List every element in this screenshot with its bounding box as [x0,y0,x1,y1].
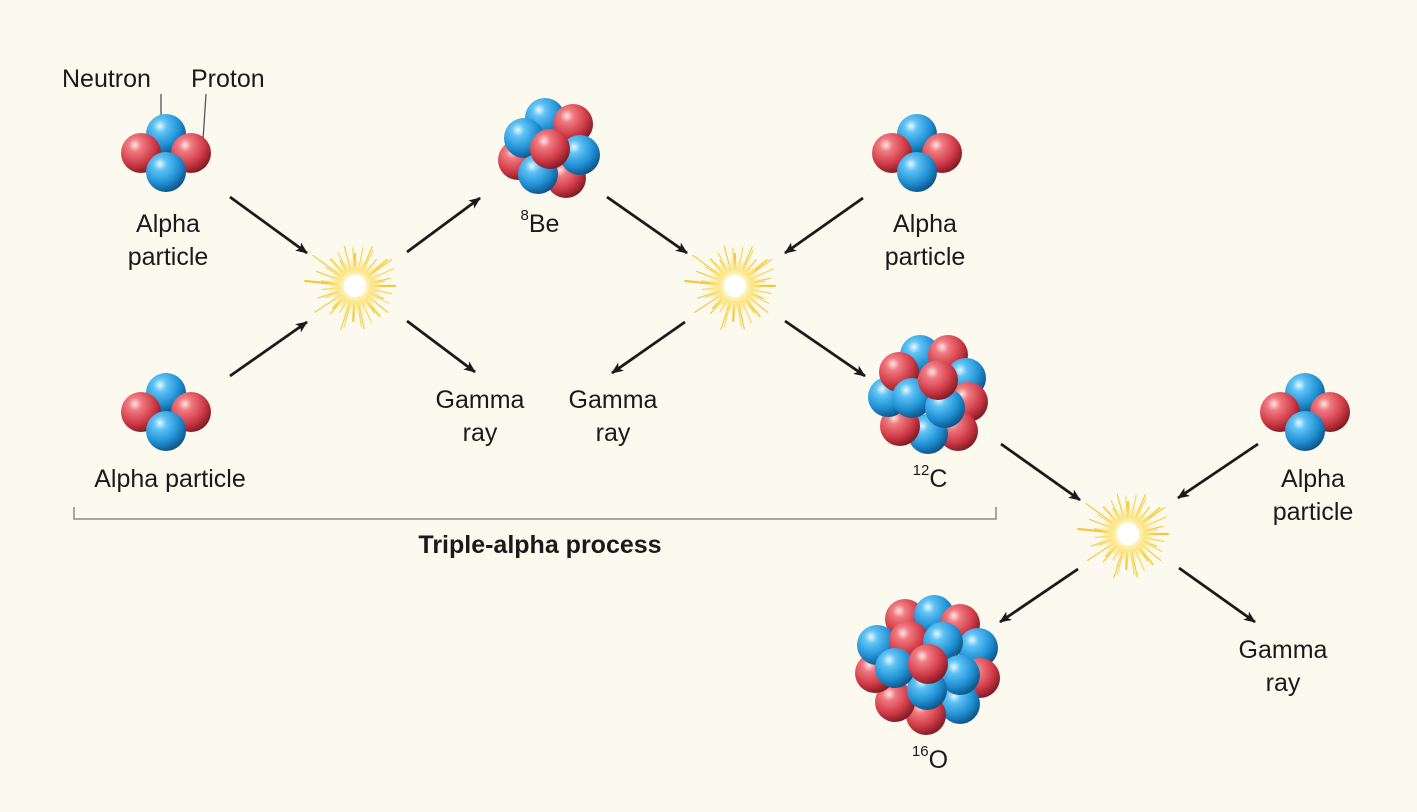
c12-label: 12C [912,462,948,493]
neutron-ball [940,684,980,724]
proton-ball [908,644,948,684]
energy-burst-3 [1077,493,1170,579]
arrow-alpha3-to-burst2 [784,196,864,255]
arrow-be8-to-burst2 [606,195,688,255]
arrow-alpha2-to-burst1 [229,320,308,378]
arrow-burst2-to-c12 [784,319,866,378]
alpha-particle-1 [121,114,211,192]
neutron-ball [940,655,980,695]
arrow-burst3-to-o16 [999,567,1079,624]
arrow-burst1-to-be8 [406,196,481,254]
proton-label: Proton [191,65,265,93]
proton-ball [918,360,958,400]
alpha-particle-2 [121,373,211,451]
neutron-ball [560,135,600,175]
arrow-c12-to-burst3 [1000,442,1081,502]
energy-burst-2 [684,245,777,331]
neutron-ball [146,411,186,451]
reaction-arrows [229,195,1259,624]
proton-leader [202,93,207,141]
arrow-alpha4-to-burst3 [1177,442,1259,500]
carbon-12-nucleus [868,335,988,454]
alpha-particle-4 [1260,373,1350,451]
o16-label: 16O [911,743,949,774]
neutron-ball [897,152,937,192]
alpha-particle-3 [872,114,962,192]
arrow-alpha1-to-burst1 [229,195,308,255]
energy-burst-1 [304,245,397,331]
arrow-burst1-to-gamma1 [406,319,476,374]
beryllium-8-nucleus [498,98,600,198]
process-title: Triple-alpha process [418,531,662,559]
proton-ball [530,129,570,169]
arrow-burst3-to-gamma3 [1178,566,1256,624]
neutron-label: Neutron [62,65,151,93]
arrow-burst2-to-gamma2 [611,320,686,375]
process-bracket [73,507,997,520]
oxygen-16-nucleus [855,595,1000,735]
proton-ball [875,682,915,722]
neutron-ball [1285,411,1325,451]
alpha-particle-label-2: Alpha particle [94,465,246,493]
neutron-ball [875,648,915,688]
be8-label: 8Be [520,207,560,238]
neutron-ball [146,152,186,192]
